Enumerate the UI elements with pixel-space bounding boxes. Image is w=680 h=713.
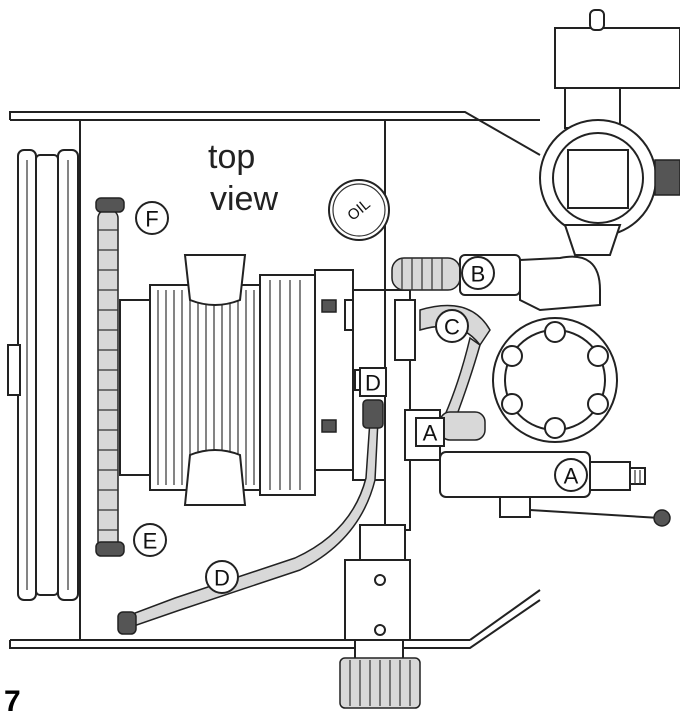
callout-a-hose-label: A [564,464,579,489]
callout-c-label: C [444,315,460,340]
pulley [7,149,79,601]
pump-motor-body [119,254,389,506]
callout-d-fitting-label: D [365,371,381,396]
callout-d-hose: D [205,560,239,594]
pump-head [492,317,618,443]
callout-d-fitting: D [359,367,387,397]
return-hose-f-e [95,197,125,557]
oil-cap: OIL [328,179,390,241]
callout-a-fitting: A [415,417,445,447]
callout-b-label: B [471,262,486,287]
callout-b: B [461,256,495,290]
callout-e-label: E [143,529,158,554]
callout-c: C [435,309,469,343]
figure-number: 7 [4,685,21,713]
outlet-assembly-a [439,411,671,527]
pressure-hose-b [391,254,601,312]
callout-a-hose: A [554,458,588,492]
view-title-top: top [208,138,255,176]
callout-e: E [133,523,167,557]
callout-a-fitting-label: A [423,421,438,446]
pressure-gauge [539,9,680,256]
callout-f-label: F [145,207,158,232]
adjust-knob [339,524,421,709]
callout-d-hose-label: D [214,566,230,591]
view-title-view: view [210,180,278,218]
callout-f: F [135,201,169,235]
